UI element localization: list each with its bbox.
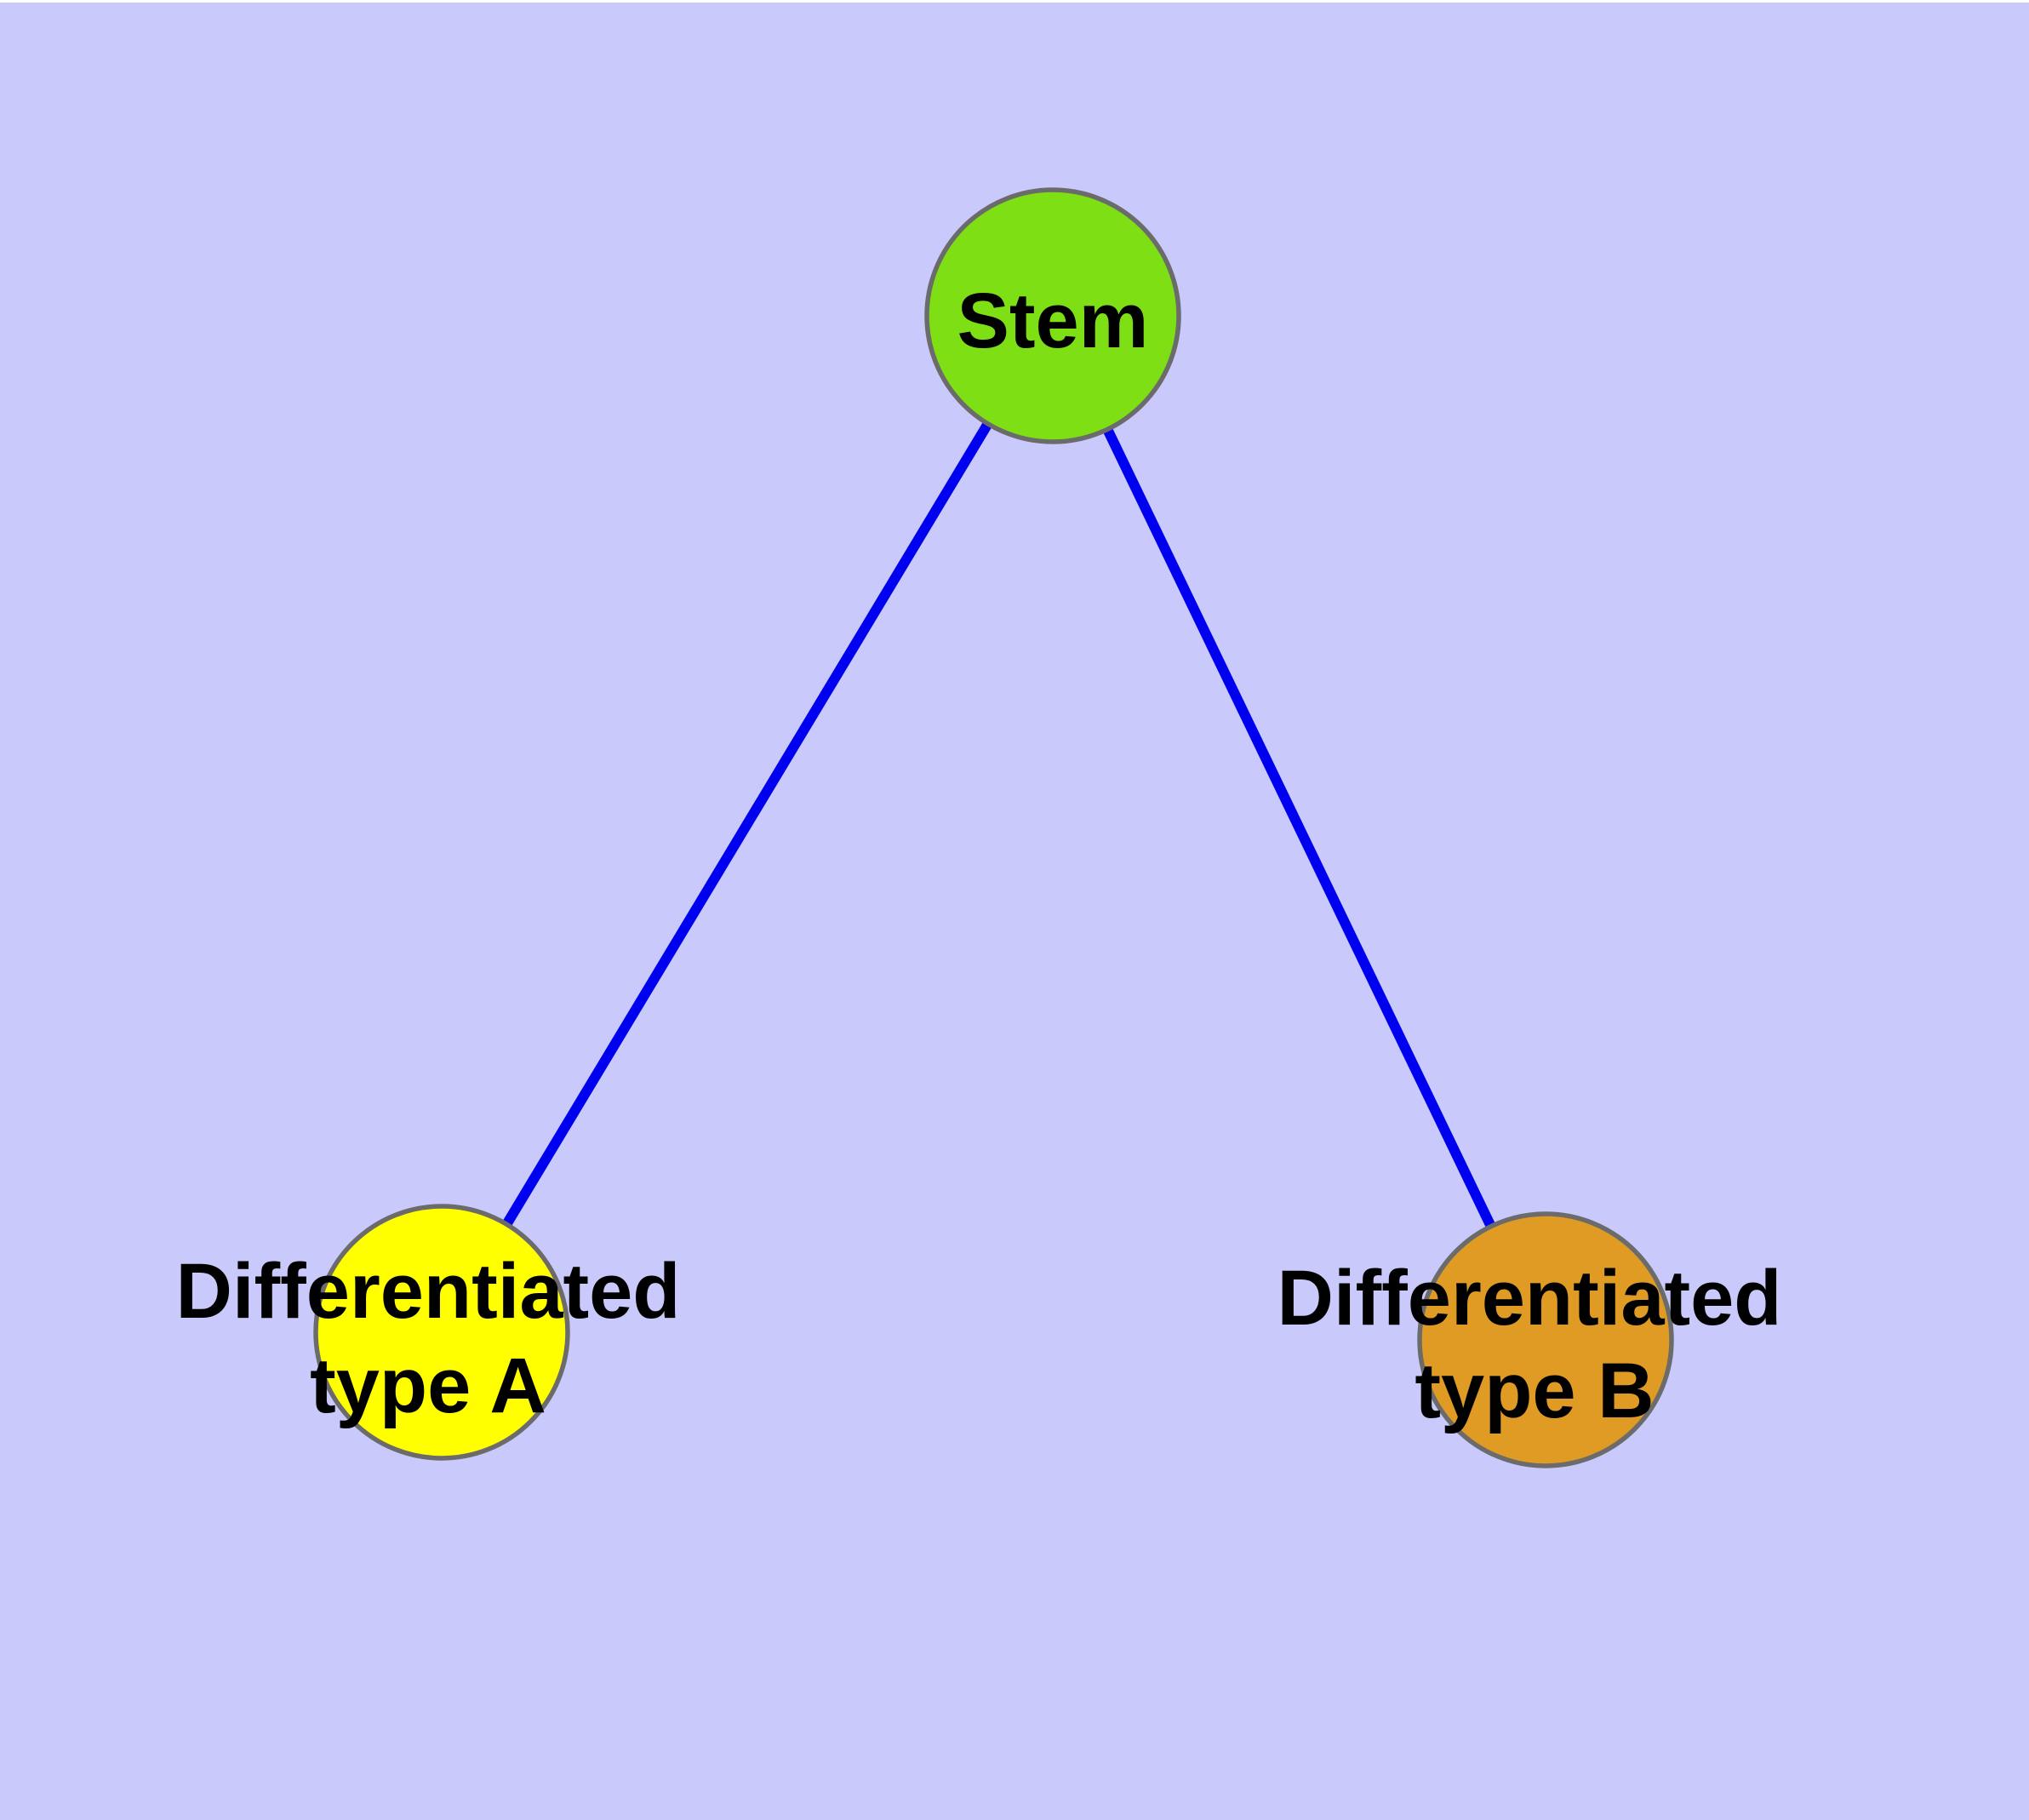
node-differentiated-type-a [313,1204,570,1461]
edge-stem-to-type-a [437,312,1058,1336]
node-stem-label: Stem [957,278,1149,364]
node-type-b-label-line2: type B [1415,1348,1654,1434]
node-type-b-label-line1: Differentiated [1277,1255,1782,1342]
node-type-a-label-line2: type A [310,1342,546,1429]
node-differentiated-type-b [1417,1211,1674,1468]
edge-stem-to-type-b [1048,313,1551,1342]
node-stem [924,187,1181,444]
top-edge-strip [0,0,2029,3]
node-type-a-label-line1: Differentiated [176,1248,681,1335]
